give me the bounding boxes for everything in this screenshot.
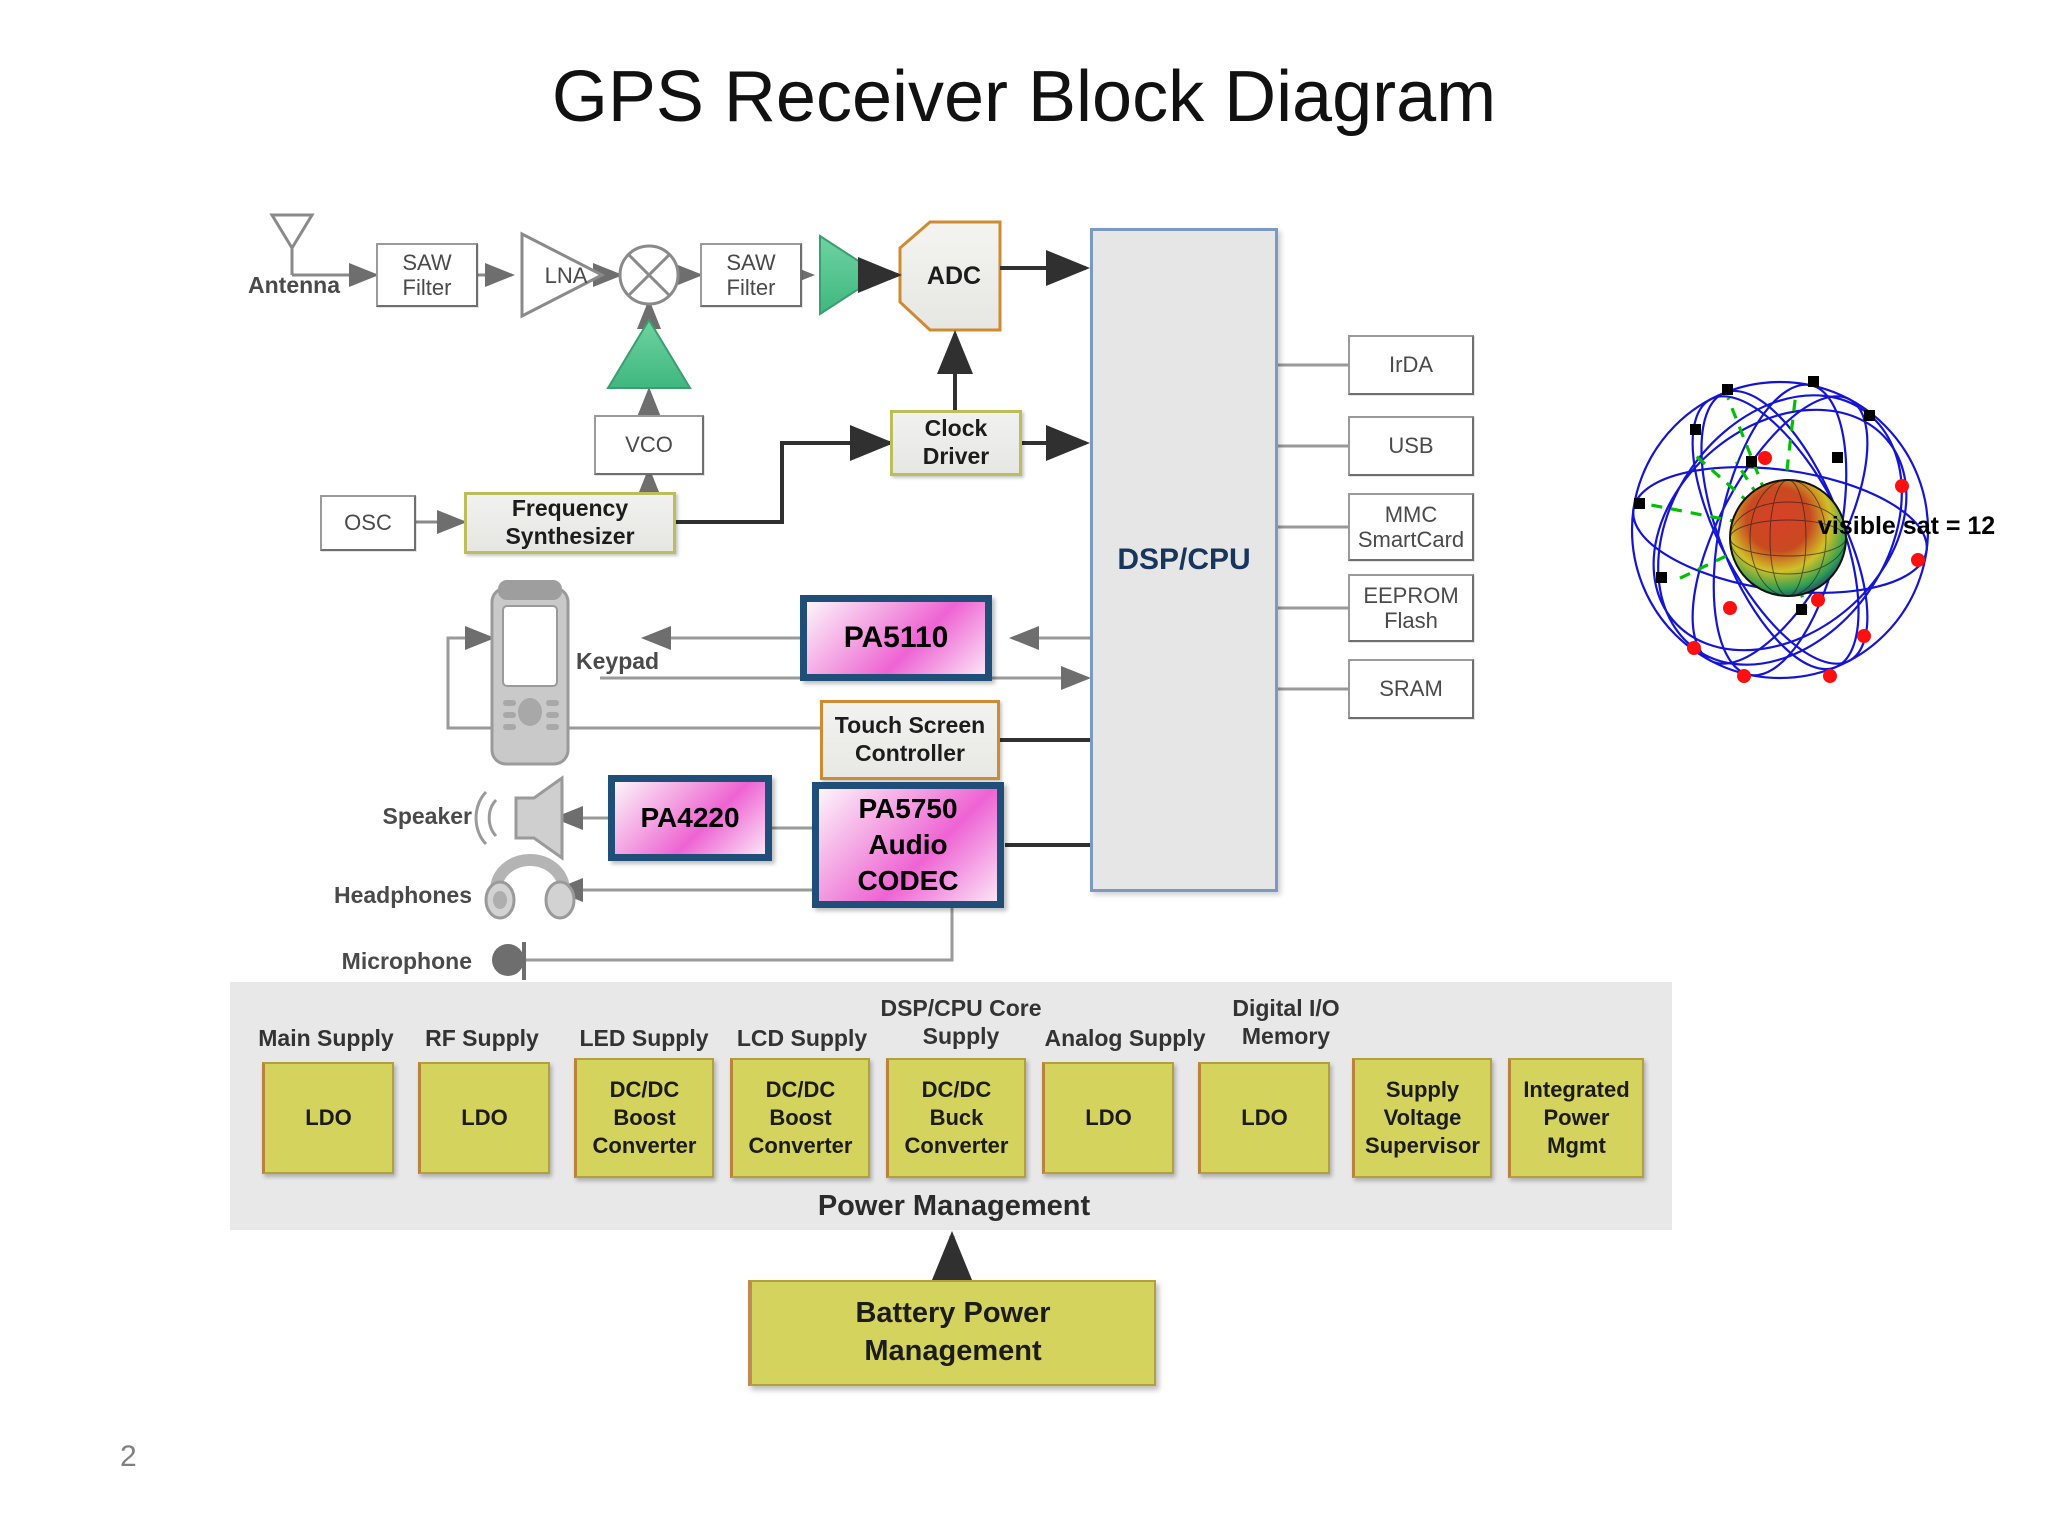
pm-device-integrated-power-mgmt[interactable]: Integrated Power Mgmt <box>1508 1058 1644 1178</box>
pm-device-lcd-supply-label: DC/DC Boost Converter <box>748 1076 853 1159</box>
peripheral-eeprom-flash-label: EEPROM Flash <box>1363 582 1459 633</box>
vco-block[interactable]: VCO <box>594 415 704 475</box>
pm-rail-label-6: Digital I/O Memory <box>1232 995 1340 1049</box>
battery-power-management-block[interactable]: Battery Power Management <box>748 1280 1156 1386</box>
headphones-label: Headphones <box>333 882 472 908</box>
pm-device-integrated-power-mgmt-label: Integrated Power Mgmt <box>1523 1076 1630 1159</box>
osc-label: OSC <box>344 510 392 536</box>
pm-rail-label-3: LCD Supply <box>736 1025 868 1051</box>
earth-sphere <box>1729 479 1847 597</box>
peripheral-sram-label: SRAM <box>1379 676 1443 702</box>
pm-device-supply-voltage-supervisor-label: Supply Voltage Supervisor <box>1365 1076 1480 1159</box>
power-management-title: Power Management <box>817 1190 1091 1222</box>
saw-filter-2-label: SAW Filter <box>726 249 776 300</box>
peripheral-sram[interactable]: SRAM <box>1348 659 1474 719</box>
pm-device-rf-supply[interactable]: LDO <box>418 1062 550 1174</box>
peripheral-irda-label: IrDA <box>1389 352 1433 378</box>
pm-rail-label-4: DSP/CPU Core Supply <box>880 995 1042 1049</box>
pm-device-rf-supply-label: LDO <box>461 1104 508 1130</box>
vco-label: VCO <box>625 432 673 458</box>
touch-screen-controller-block[interactable]: Touch Screen Controller <box>820 700 1000 780</box>
antenna-label: Antenna <box>248 272 340 298</box>
mixer-symbol <box>618 244 680 306</box>
microphone-label: Microphone <box>341 948 472 974</box>
page-title: GPS Receiver Block Diagram <box>551 57 1497 137</box>
pm-device-dsp-core-supply[interactable]: DC/DC Buck Converter <box>886 1058 1026 1178</box>
pm-device-analog-supply[interactable]: LDO <box>1042 1062 1174 1174</box>
adc-label: ADC <box>926 261 982 290</box>
peripheral-irda[interactable]: IrDA <box>1348 335 1474 395</box>
saw-filter-1-block[interactable]: SAW Filter <box>376 243 478 307</box>
peripheral-mmc-smartcard-label: MMC SmartCard <box>1357 501 1465 552</box>
osc-block[interactable]: OSC <box>320 495 416 551</box>
audio-codec-label: PA5750 Audio CODEC <box>857 793 959 896</box>
lcd-driver-chip[interactable]: PA5110 <box>800 595 992 681</box>
pm-device-dsp-core-supply-label: DC/DC Buck Converter <box>904 1076 1009 1159</box>
clock-driver-block[interactable]: Clock Driver <box>890 410 1022 476</box>
pm-device-main-supply-label: LDO <box>305 1104 352 1130</box>
touch-screen-controller-label: Touch Screen Controller <box>834 712 986 766</box>
pm-device-lcd-supply[interactable]: DC/DC Boost Converter <box>730 1058 870 1178</box>
gps-constellation-graphic <box>1630 376 1930 683</box>
saw-filter-1-label: SAW Filter <box>402 249 452 300</box>
peripheral-mmc-smartcard[interactable]: MMC SmartCard <box>1348 493 1474 561</box>
page-number: 2 <box>120 1440 137 1473</box>
pm-device-digital-io-memory[interactable]: LDO <box>1198 1062 1330 1174</box>
peripheral-usb[interactable]: USB <box>1348 416 1474 476</box>
handheld-gps-device-icon <box>490 580 570 766</box>
frequency-synthesizer-block[interactable]: Frequency Synthesizer <box>464 492 676 554</box>
dsp-cpu-label: DSP/CPU <box>1117 543 1251 576</box>
clock-driver-label: Clock Driver <box>922 415 990 469</box>
lna-label-wrap: LNA <box>536 262 596 290</box>
microphone-icon <box>492 942 526 980</box>
visible-satellite-caption: visible sat = 12 <box>1818 512 1996 540</box>
pm-device-supply-voltage-supervisor[interactable]: Supply Voltage Supervisor <box>1352 1058 1492 1178</box>
speaker-icon <box>474 775 564 861</box>
frequency-synthesizer-label: Frequency Synthesizer <box>505 495 635 549</box>
dsp-cpu-block[interactable]: DSP/CPU <box>1090 228 1278 892</box>
pm-device-main-supply[interactable]: LDO <box>262 1062 394 1174</box>
lna-label: LNA <box>544 263 588 288</box>
lo-amplifier-triangle <box>606 318 692 389</box>
audio-amplifier-chip[interactable]: PA4220 <box>608 775 772 861</box>
audio-amplifier-label: PA4220 <box>640 802 740 834</box>
pm-rail-label-5: Analog Supply <box>1044 1025 1206 1051</box>
pm-device-digital-io-memory-label: LDO <box>1241 1104 1288 1130</box>
headphones-icon <box>484 854 576 920</box>
pm-rail-label-0: Main Supply <box>258 1025 394 1051</box>
peripheral-eeprom-flash[interactable]: EEPROM Flash <box>1348 574 1474 642</box>
keypad-label: Keypad <box>576 648 660 674</box>
pm-device-analog-supply-label: LDO <box>1085 1104 1132 1130</box>
pm-device-led-supply-label: DC/DC Boost Converter <box>592 1076 697 1159</box>
battery-power-management-label: Battery Power Management <box>855 1297 1051 1367</box>
satellites-visible <box>1687 451 1925 683</box>
lcd-driver-label: PA5110 <box>843 620 949 654</box>
pm-rail-label-2: LED Supply <box>579 1025 709 1051</box>
pm-device-led-supply[interactable]: DC/DC Boost Converter <box>574 1058 714 1178</box>
if-amplifier-triangle <box>819 234 882 316</box>
peripheral-usb-label: USB <box>1388 433 1434 459</box>
saw-filter-2-block[interactable]: SAW Filter <box>700 243 802 307</box>
pm-rail-label-1: RF Supply <box>425 1025 539 1051</box>
adc-label-wrap: ADC <box>918 256 990 296</box>
audio-codec-chip[interactable]: PA5750 Audio CODEC <box>812 782 1004 908</box>
speaker-label: Speaker <box>382 803 472 829</box>
satellites-hidden <box>1634 376 1875 615</box>
